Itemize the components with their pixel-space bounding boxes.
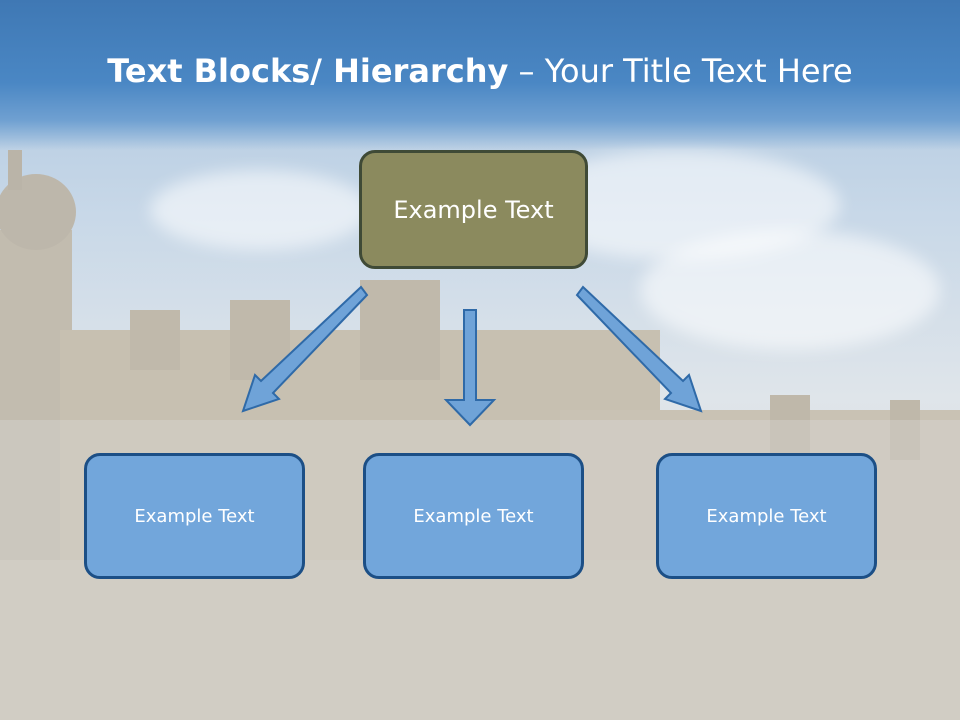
castle-lower-wall bbox=[0, 560, 960, 720]
root-node: Example Text bbox=[359, 150, 588, 269]
child-node-label: Example Text bbox=[413, 505, 534, 527]
background-cloud bbox=[150, 170, 370, 250]
title-rest-text: – Your Title Text Here bbox=[508, 52, 853, 90]
castle-dome bbox=[0, 174, 76, 250]
child-node-label: Example Text bbox=[134, 505, 255, 527]
root-node-label: Example Text bbox=[393, 195, 554, 224]
castle-spire bbox=[8, 150, 22, 190]
child-node-right: Example Text bbox=[656, 453, 877, 579]
castle-turret bbox=[360, 280, 440, 380]
child-node-label: Example Text bbox=[706, 505, 827, 527]
child-node-center: Example Text bbox=[363, 453, 584, 579]
background-cloud bbox=[640, 230, 940, 350]
arrow-center bbox=[443, 309, 497, 427]
title-bold-text: Text Blocks/ Hierarchy bbox=[107, 52, 509, 90]
slide-title: Text Blocks/ Hierarchy – Your Title Text… bbox=[0, 52, 960, 90]
castle-turret bbox=[130, 310, 180, 370]
arrow-right bbox=[575, 285, 703, 413]
child-node-left: Example Text bbox=[84, 453, 305, 579]
title-bar bbox=[0, 0, 960, 150]
castle-chimney bbox=[890, 400, 920, 460]
castle-chimney bbox=[770, 395, 810, 455]
arrow-left bbox=[241, 285, 369, 413]
